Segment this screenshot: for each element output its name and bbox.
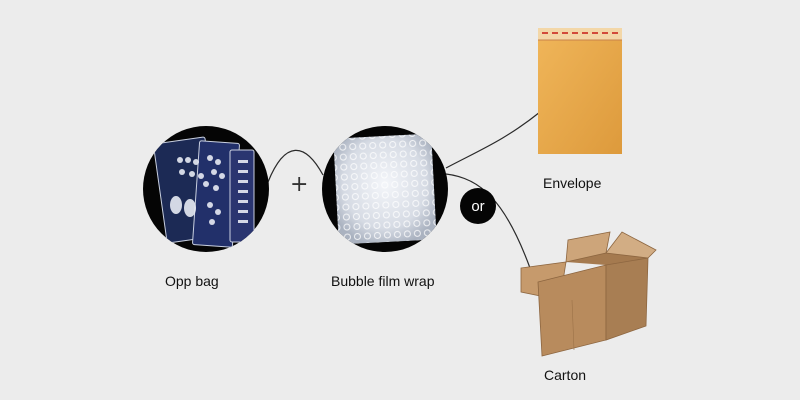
bubble-wrap-image [322, 126, 448, 252]
connector-bubble-envelope [445, 111, 541, 169]
connector-bubble-carton [445, 173, 531, 269]
plus-sign: + [290, 172, 309, 197]
envelope-image [538, 28, 622, 154]
opp-bag-image [143, 126, 269, 252]
envelope-label: Envelope [543, 175, 602, 191]
opp-bag-label: Opp bag [165, 273, 219, 289]
bubble-film-wrap-label: Bubble film wrap [331, 273, 435, 289]
connector-opp-bubble [267, 149, 324, 183]
carton-label: Carton [544, 367, 587, 383]
or-badge: or [460, 188, 496, 224]
or-text: or [471, 197, 485, 215]
carton-image [520, 231, 657, 357]
